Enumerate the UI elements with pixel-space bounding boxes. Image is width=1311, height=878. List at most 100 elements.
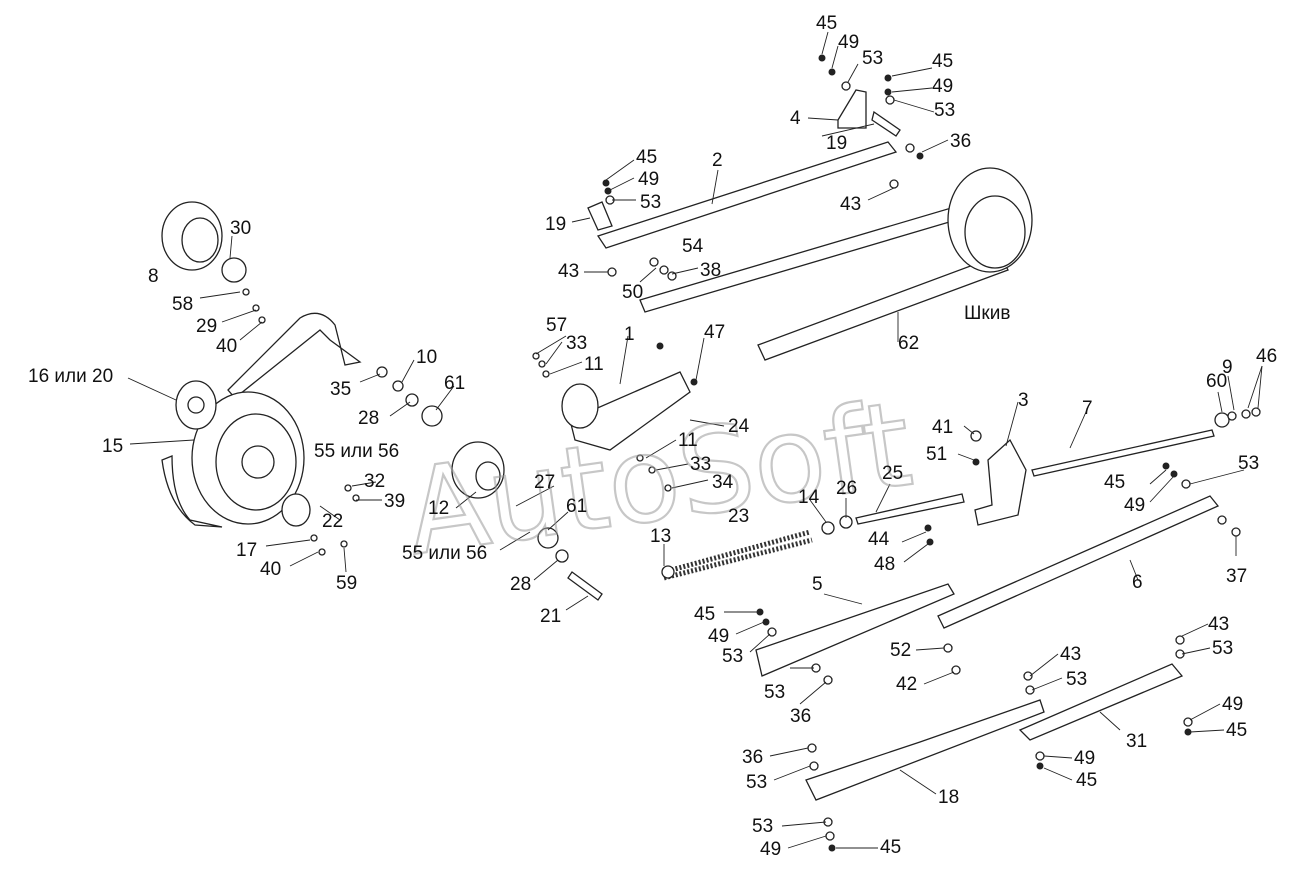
callout-36: 36 [742,747,763,768]
callout-13: 13 [650,526,671,547]
callout-43: 43 [558,261,579,282]
nut-60 [1214,412,1230,428]
callout-37: 37 [1226,566,1247,587]
callout-45: 45 [1226,720,1247,741]
callout-22: 22 [322,511,343,532]
roller-12-bore [475,461,501,491]
plate-6 [937,495,1220,629]
callout-55-or-56: 55 или 56 [402,543,487,564]
callout-61: 61 [566,496,587,517]
callout-49: 49 [1074,748,1095,769]
pulley-8-hub [181,217,219,263]
callout-35: 35 [330,379,351,400]
callout-48: 48 [874,554,895,575]
callout-49: 49 [1124,495,1145,516]
callout-49: 49 [638,169,659,190]
callout-59: 59 [336,573,357,594]
callout-23: 23 [728,506,749,527]
hub-22 [281,493,311,527]
callout-2: 2 [712,150,723,171]
callout-53: 53 [1238,453,1259,474]
callout-49: 49 [708,626,729,647]
plate-31 [1018,663,1184,741]
callout-14: 14 [798,487,820,508]
callout-33: 33 [690,454,711,475]
callout-62: 62 [898,333,919,354]
bearing-61a [421,405,443,427]
callout-16-or-20: 16 или 20 [28,366,113,387]
callout-49: 49 [838,32,859,53]
callout-26: 26 [836,478,857,499]
callout-53: 53 [862,48,883,69]
callout-39: 39 [384,491,405,512]
pulley-15-hub [241,445,275,479]
callout-24: 24 [728,416,750,437]
callout-45: 45 [694,604,715,625]
callout-21: 21 [540,606,561,627]
callout-labels: Шкив 45 49 53 45 49 53 4 19 36 2 45 49 5… [28,13,1277,860]
callout-19: 19 [545,214,566,235]
plate-5 [755,583,955,677]
callout-8: 8 [148,266,159,287]
callout-34: 34 [712,472,734,493]
callout-3: 3 [1018,390,1029,411]
callout-60: 60 [1206,371,1227,392]
callout-44: 44 [868,529,890,550]
callout-41: 41 [932,417,953,438]
callout-43: 43 [1060,644,1081,665]
part-drawings [161,54,1261,852]
callout-45: 45 [816,13,837,34]
bracket-19-left [587,201,613,231]
belt-left [227,312,362,399]
hub-30 [221,257,247,283]
tensioner-roller [561,383,599,429]
nut-14 [821,521,835,535]
pulley-inner [964,195,1026,269]
bearing-61b [537,527,559,549]
callout-49: 49 [1222,694,1243,715]
callout-53: 53 [1212,638,1233,659]
callout-45: 45 [636,147,657,168]
callout-53: 53 [640,192,661,213]
ring-28a [405,393,419,407]
callout-54: 54 [682,236,704,257]
callout-53: 53 [1066,669,1087,690]
callout-6: 6 [1132,572,1143,593]
callout-52: 52 [890,640,911,661]
callout-40: 40 [260,559,281,580]
callout-11: 11 [678,430,698,451]
callout-47: 47 [704,322,725,343]
callout-11: 11 [584,354,604,375]
callout-28: 28 [358,408,379,429]
spring-end [661,565,675,579]
callout-46: 46 [1256,346,1277,367]
callout-1: 1 [624,324,635,345]
belt-62-lower [757,254,1009,361]
callout-36: 36 [950,131,971,152]
callout-12: 12 [428,498,449,519]
callout-28: 28 [510,574,531,595]
callout-43: 43 [1208,614,1229,635]
callout-51: 51 [926,444,947,465]
callout-5: 5 [812,574,823,595]
callout-43: 43 [840,194,861,215]
callout-49: 49 [932,76,953,97]
bracket-19-top [871,110,901,137]
callout-57: 57 [546,315,567,336]
callout-36: 36 [790,706,811,727]
leader-lines [127,31,1263,849]
flange-hole [187,396,205,414]
belt-15 [161,455,223,528]
callout-33: 33 [566,333,587,354]
callout-32: 32 [364,471,385,492]
callout-31: 31 [1126,731,1147,752]
callout-45: 45 [1076,770,1097,791]
callout-38: 38 [700,260,721,281]
rod-25 [855,493,965,525]
callout-61: 61 [444,373,465,394]
callout-58: 58 [172,294,193,315]
callout-50: 50 [622,282,643,303]
callout-15: 15 [102,436,123,457]
bracket-3 [974,438,1027,526]
